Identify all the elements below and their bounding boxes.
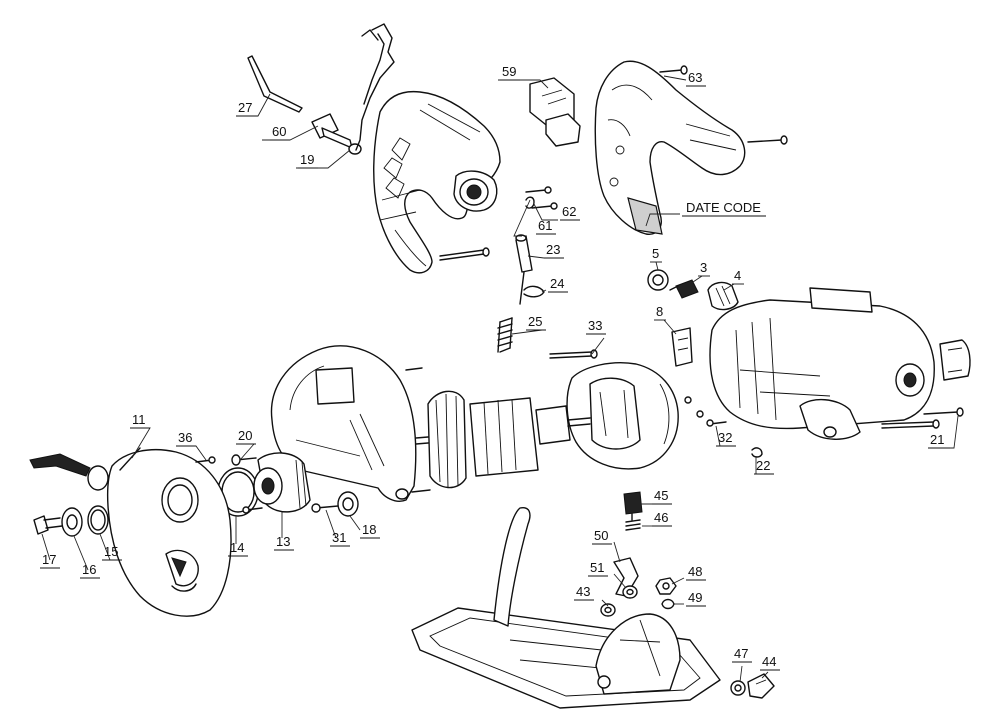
callout-47: 47 (734, 646, 748, 661)
callout-62: 62 (562, 204, 576, 219)
lower-blade-guard (106, 447, 232, 617)
retaining-clip-part (523, 285, 545, 298)
callout-43: 43 (576, 584, 590, 599)
handle-screw-right (747, 135, 788, 145)
callout-51: 51 (590, 560, 604, 575)
screw-31 (311, 503, 339, 513)
callout-11: 11 (132, 412, 146, 427)
callout-23: 23 (546, 242, 560, 257)
brush-cap-5 (647, 269, 669, 291)
guard-lever (29, 453, 109, 491)
callout-25: 25 (528, 314, 542, 329)
brush-holder-4 (707, 281, 739, 311)
screw-61-62 (525, 186, 558, 210)
callout-50: 50 (594, 528, 608, 543)
callout-16: 16 (82, 562, 96, 577)
bracket-part-8 (671, 327, 693, 367)
date-code-label: DATE CODE (686, 200, 761, 215)
small-screw-32 (706, 419, 727, 427)
callout-20: 20 (238, 428, 252, 443)
callout-49: 49 (688, 590, 702, 605)
base-shoe (411, 507, 721, 709)
callout-18: 18 (362, 522, 376, 537)
small-pins (684, 396, 704, 418)
callout-59: 59 (502, 64, 516, 79)
callout-32: 32 (718, 430, 732, 445)
clip-22 (751, 447, 763, 458)
callout-46: 46 (654, 510, 668, 525)
knob-44 (747, 673, 775, 699)
callout-33: 33 (588, 318, 602, 333)
long-screw-21 (881, 407, 964, 429)
end-cap-part (939, 339, 971, 381)
clip-49 (661, 598, 675, 610)
callout-45: 45 (654, 488, 668, 503)
callout-17: 17 (42, 552, 56, 567)
switch-spring-part (355, 23, 395, 151)
callout-24: 24 (550, 276, 564, 291)
right-handle-housing (594, 60, 746, 235)
callout-44: 44 (762, 654, 776, 669)
callout-4: 4 (734, 268, 741, 283)
knob-45 (623, 491, 643, 521)
callout-21: 21 (930, 432, 944, 447)
callout-61: 61 (538, 218, 552, 233)
spindle-lock-pin-part (311, 113, 362, 155)
bushing-18 (337, 491, 359, 517)
callout-labels: 27 60 19 59 63 DATE CODE 62 61 23 24 25 … (40, 64, 950, 671)
bolt-20 (231, 454, 257, 466)
long-screw-33 (549, 349, 598, 359)
screw-36 (195, 456, 216, 464)
switch-module-part (529, 77, 581, 147)
washer-43 (600, 603, 616, 617)
callout-8: 8 (656, 304, 663, 319)
handle-screw-long (439, 247, 490, 261)
upper-blade-guard (270, 345, 431, 502)
callout-63: 63 (688, 70, 702, 85)
flange-16 (61, 507, 83, 537)
hex-wrench-part (247, 55, 303, 113)
callout-60: 60 (272, 124, 286, 139)
callout-14: 14 (230, 540, 244, 555)
armature (415, 390, 591, 489)
callout-48: 48 (688, 564, 702, 579)
washer-51 (622, 585, 638, 599)
handle-screw-63 (659, 65, 688, 75)
motor-housing (709, 287, 935, 440)
pivot-pin-part (515, 234, 533, 305)
left-handle-housing (373, 90, 501, 274)
callout-3: 3 (700, 260, 707, 275)
callout-15: 15 (104, 544, 118, 559)
callout-5: 5 (652, 246, 659, 261)
callout-27: 27 (238, 100, 252, 115)
spring-46 (625, 519, 641, 531)
nut-48 (655, 577, 677, 595)
washer-15 (87, 505, 109, 535)
bolt-17 (33, 515, 63, 535)
gear-assembly-13 (242, 452, 311, 514)
spring-part (497, 317, 513, 353)
callout-19: 19 (300, 152, 314, 167)
stator-field (566, 362, 679, 470)
carbon-brush-3 (669, 279, 699, 299)
callout-13: 13 (276, 534, 290, 549)
callout-36: 36 (178, 430, 192, 445)
callout-31: 31 (332, 530, 346, 545)
washer-47 (730, 680, 746, 696)
callout-22: 22 (756, 458, 770, 473)
